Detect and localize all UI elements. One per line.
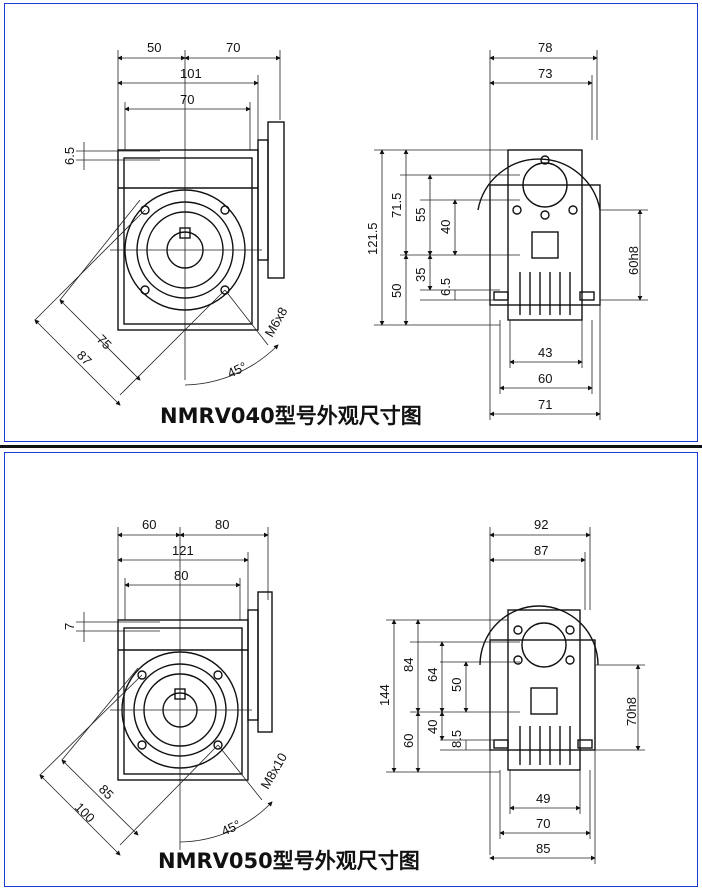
dim-040-h40: 40 [438, 220, 453, 234]
dim-040-inner: 70 [180, 92, 194, 107]
dim-040-diag-a: 75 [94, 332, 115, 353]
dim-050-b1: 49 [536, 791, 550, 806]
dim-040-flange: 6.5 [62, 147, 77, 165]
panel-separator [0, 445, 702, 448]
dim-040-angle: 45° [225, 359, 249, 381]
dim-040-side-top-a: 78 [538, 40, 552, 55]
dim-050-h64: 64 [425, 668, 440, 682]
dim-040-diag-b: 87 [74, 348, 95, 369]
dim-050-top-b: 80 [215, 517, 229, 532]
dim-040-b1: 43 [538, 345, 552, 360]
dim-040-total-h: 121.5 [365, 222, 380, 255]
dim-050-side-top-b: 87 [534, 543, 548, 558]
dim-050-h8-5: 8.5 [449, 730, 464, 748]
dim-040-b2: 60 [538, 371, 552, 386]
dim-050-total-h: 144 [377, 684, 392, 706]
dim-050-diag-b: 100 [72, 800, 98, 826]
drawing-title-nmrv040: NMRV040型号外观尺寸图 [160, 404, 422, 428]
dim-050-side-top-a: 92 [534, 517, 548, 532]
dim-040-top-a: 50 [147, 40, 161, 55]
drawing-title-nmrv050: NMRV050型号外观尺寸图 [158, 849, 420, 873]
dim-050-lower-h: 60 [401, 734, 416, 748]
dim-050-overall: 121 [172, 543, 194, 558]
dim-050-b2: 70 [536, 816, 550, 831]
dim-040-top-b: 70 [226, 40, 240, 55]
dim-050-h50: 50 [449, 678, 464, 692]
dim-040-bore: 60h8 [626, 246, 641, 275]
dim-040-h55: 55 [413, 208, 428, 222]
dim-050-b3: 85 [536, 841, 550, 856]
dim-050-h40: 40 [425, 720, 440, 734]
front-view-050 [39, 527, 273, 856]
dim-040-upper-h: 71.5 [389, 193, 404, 218]
dim-040-side-top-b: 73 [538, 66, 552, 81]
dim-050-diag-a: 85 [96, 782, 117, 803]
dim-050-flange: 7 [62, 623, 77, 630]
dim-050-top-a: 60 [142, 517, 156, 532]
dim-050-angle: 45° [219, 817, 243, 839]
front-view-040 [34, 50, 285, 406]
dim-040-h6-5: 6.5 [438, 278, 453, 296]
dim-040-lower-h: 50 [389, 284, 404, 298]
dim-040-h35: 35 [413, 268, 428, 282]
dim-040-b3: 71 [538, 397, 552, 412]
dim-050-upper-h: 84 [401, 658, 416, 672]
side-view-050 [386, 527, 645, 864]
dim-050-thread: M8x10 [258, 750, 291, 791]
dim-040-overall: 101 [180, 66, 202, 81]
dim-040-thread: M6x8 [262, 304, 291, 339]
side-view-040 [374, 50, 648, 420]
dim-050-bore: 70h8 [624, 697, 639, 726]
dim-050-inner: 80 [174, 568, 188, 583]
